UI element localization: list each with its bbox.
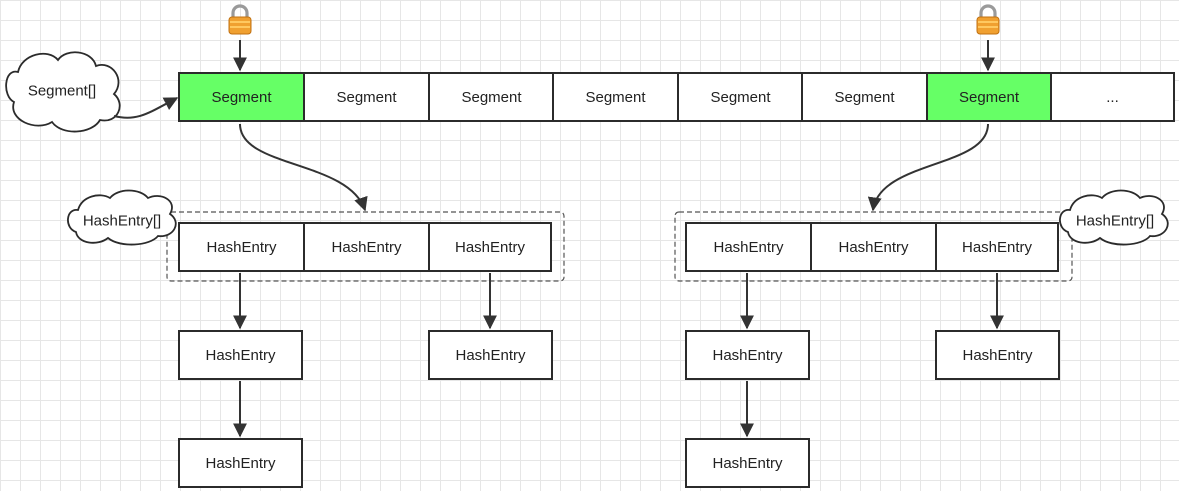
- left-hashentry-array-cloud: [67, 189, 177, 246]
- right-hashentry-array-container: [674, 211, 1073, 282]
- left-hashentry-array-label: HashEntry[]: [82, 212, 162, 230]
- left-chain-entry: HashEntry: [428, 330, 553, 380]
- segment-cell-locked: Segment: [178, 72, 305, 122]
- arrow-segment-to-right-array: [867, 123, 989, 212]
- segment-cell: Segment: [801, 72, 928, 122]
- right-chain-entry: HashEntry: [935, 330, 1060, 380]
- right-chain-entry: HashEntry: [685, 438, 810, 488]
- segment-cell-ellipsis: ...: [1050, 72, 1175, 122]
- segment-array-label: Segment[]: [27, 82, 97, 100]
- left-chain-entry: HashEntry: [178, 438, 303, 488]
- left-hashentry-array-container: [166, 211, 565, 282]
- right-array-cell: HashEntry: [935, 222, 1059, 272]
- arrow-segment-to-left-array: [239, 123, 368, 212]
- padlock-icon: [976, 4, 1000, 35]
- segment-cell: Segment: [303, 72, 430, 122]
- left-chain-entry: HashEntry: [178, 330, 303, 380]
- right-array-cell: HashEntry: [685, 222, 812, 272]
- right-chain-entry: HashEntry: [685, 330, 810, 380]
- segment-array-cloud: [5, 51, 121, 133]
- left-array-cell: HashEntry: [303, 222, 430, 272]
- right-hashentry-array-cloud: [1059, 189, 1169, 246]
- segment-cell: Segment: [428, 72, 555, 122]
- left-array-cell: HashEntry: [178, 222, 305, 272]
- segment-cell: Segment: [677, 72, 804, 122]
- segment-cell-locked: Segment: [926, 72, 1052, 122]
- left-array-cell: HashEntry: [428, 222, 552, 272]
- segment-cell: Segment: [552, 72, 679, 122]
- padlock-icon: [228, 4, 252, 35]
- arrow-cloud-to-segments: [113, 97, 179, 119]
- right-array-cell: HashEntry: [810, 222, 937, 272]
- right-hashentry-array-label: HashEntry[]: [1075, 212, 1155, 230]
